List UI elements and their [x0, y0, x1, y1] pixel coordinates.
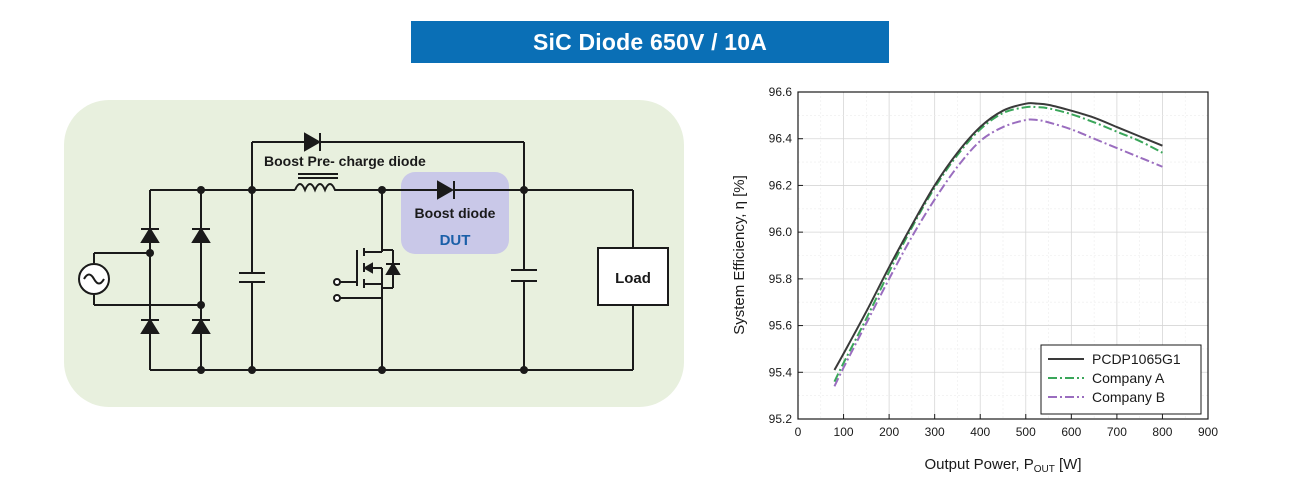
circuit-panel [64, 100, 684, 407]
junction-dots [146, 186, 528, 374]
x-tick-label: 100 [834, 425, 854, 439]
series-line-2 [833, 118, 1163, 387]
inductor-icon [294, 173, 340, 193]
x-tick-label: 300 [925, 425, 945, 439]
mosfet-icon [333, 245, 401, 302]
chart-series [833, 102, 1163, 387]
title-banner: SiC Diode 650V / 10A [411, 21, 889, 63]
legend-label-1: Company A [1092, 370, 1165, 386]
x-tick-label: 500 [1016, 425, 1036, 439]
y-tick-label: 96.6 [769, 85, 793, 99]
x-tick-label: 600 [1061, 425, 1081, 439]
x-tick-label: 700 [1107, 425, 1127, 439]
y-axis-label: System Efficiency, η [%] [731, 175, 748, 335]
precharge-diode-label: Boost Pre- charge diode [264, 153, 426, 169]
plot-frame [797, 91, 1209, 420]
y-tick-label: 96.4 [769, 132, 793, 146]
series-line-0 [833, 102, 1163, 371]
x-tick-label: 400 [970, 425, 990, 439]
ac-source-icon [78, 263, 110, 295]
chart-ticks: 0 100 200 300 400 500 600 700 800 900 95.2 95.4 95.6… [769, 85, 1219, 439]
x-tick-label: 0 [795, 425, 802, 439]
x-tick-label: 800 [1152, 425, 1172, 439]
y-tick-label: 96.0 [769, 225, 793, 239]
x-axis-label-main: Output Power, P [924, 456, 1033, 473]
circuit-wires [93, 141, 634, 371]
x-axis-label-unit: [W] [1055, 456, 1082, 473]
load-label: Load [615, 270, 651, 287]
y-tick-label: 95.2 [769, 412, 793, 426]
circuit-diagram: Boost Pre- charge diode Boost diode DUT … [64, 100, 684, 407]
legend-label-0: PCDP1065G1 [1092, 351, 1181, 367]
x-axis-label: Output Power, POUT [W] [924, 456, 1081, 475]
series-line-1 [833, 105, 1163, 383]
dut-label: DUT [440, 232, 471, 249]
x-axis-label-sub: OUT [1034, 464, 1055, 475]
load-box [597, 247, 669, 306]
y-tick-label: 95.8 [769, 272, 793, 286]
y-tick-label: 96.2 [769, 178, 793, 192]
boost-diode-icon [437, 180, 455, 200]
x-tick-label: 900 [1198, 425, 1218, 439]
dut-highlight-box [401, 172, 509, 254]
boost-diode-label: Boost diode [415, 205, 496, 221]
precharge-diode-icon [304, 132, 322, 152]
legend-label-2: Company B [1092, 389, 1165, 405]
legend-box [1040, 344, 1202, 415]
capacitor-icons [239, 269, 537, 283]
y-tick-label: 95.6 [769, 319, 793, 333]
x-tick-label: 200 [879, 425, 899, 439]
bridge-diode-icons [140, 227, 211, 334]
y-tick-label: 95.4 [769, 365, 793, 379]
banner-title: SiC Diode 650V / 10A [532, 28, 768, 55]
